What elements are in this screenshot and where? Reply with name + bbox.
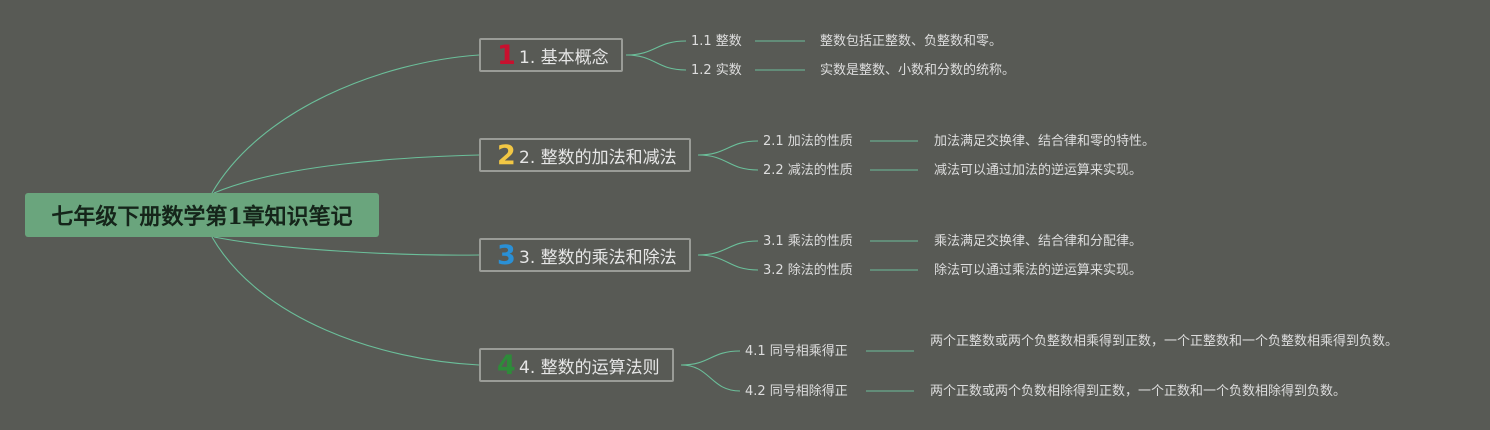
branch-label: 1. 基本概念 [519, 47, 609, 68]
subtopic-4-1[interactable]: 4.1 同号相乘得正 [745, 344, 848, 360]
desc-text: 减法可以通过加法的逆运算来实现。 [934, 163, 1143, 178]
connector-line [697, 140, 759, 156]
desc-text: 加法满足交换律、结合律和零的特性。 [934, 134, 1156, 149]
subtopic-2-1-desc: 加法满足交换律、结合律和零的特性。 [934, 132, 1155, 151]
subtopic-label: 2.1 加法的性质 [763, 134, 853, 149]
connector-line [680, 364, 741, 392]
subtopic-label: 1.2 实数 [691, 63, 742, 78]
subtopic-label: 4.1 同号相乘得正 [745, 344, 848, 359]
branch-4-operation-rules[interactable]: 4 4. 整数的运算法则 [479, 348, 674, 382]
connector-line [211, 236, 480, 366]
subtopic-3-2[interactable]: 3.2 除法的性质 [763, 263, 853, 279]
branch-label: 3. 整数的乘法和除法 [519, 247, 677, 268]
subtopic-3-2-desc: 除法可以通过乘法的逆运算来实现。 [934, 261, 1142, 280]
number-1-icon: 1 [497, 39, 516, 71]
desc-text: 乘法满足交换律、结合律和分配律。 [934, 234, 1143, 249]
subtopic-4-2-desc: 两个正数或两个负数相除得到正数，一个正数和一个负数相除得到负数。 [930, 382, 1346, 401]
root-topic[interactable]: 七年级下册数学第1章知识笔记 [25, 193, 379, 237]
subtopic-2-1[interactable]: 2.1 加法的性质 [763, 134, 853, 150]
subtopic-1-1-desc: 整数包括正整数、负整数和零。 [820, 32, 1002, 51]
branch-label: 4. 整数的运算法则 [519, 357, 660, 378]
connector-line [211, 54, 480, 194]
subtopic-2-2[interactable]: 2.2 减法的性质 [763, 163, 853, 179]
subtopic-label: 4.2 同号相除得正 [745, 384, 848, 399]
number-4-icon: 4 [497, 349, 516, 381]
branch-1-basic-concepts[interactable]: 1 1. 基本概念 [479, 38, 623, 72]
branch-label: 2. 整数的加法和减法 [519, 147, 677, 168]
desc-text: 两个正数或两个负数相除得到正数，一个正数和一个负数相除得到负数。 [930, 384, 1347, 399]
desc-text: 实数是整数、小数和分数的统称。 [820, 63, 1016, 78]
connector-line [697, 154, 759, 171]
desc-text: 两个正整数或两个负整数相乘得到正数，一个正整数和一个负整数相乘得到负数。 [930, 334, 1399, 349]
subtopic-1-2[interactable]: 1.2 实数 [691, 63, 742, 79]
connector-line [213, 236, 480, 256]
number-3-icon: 3 [497, 239, 516, 271]
connector-line [680, 350, 741, 366]
connector-line [697, 254, 759, 271]
connector-line [213, 154, 480, 194]
number-2-icon: 2 [497, 139, 516, 171]
subtopic-label: 2.2 减法的性质 [763, 163, 853, 178]
connector-line [625, 40, 687, 56]
subtopic-1-1[interactable]: 1.1 整数 [691, 34, 742, 50]
branch-3-multiply-divide[interactable]: 3 3. 整数的乘法和除法 [479, 238, 691, 272]
subtopic-4-1-desc: 两个正整数或两个负整数相乘得到正数，一个正整数和一个负整数相乘得到负数。 [930, 332, 1420, 351]
subtopic-3-1[interactable]: 3.1 乘法的性质 [763, 234, 853, 250]
subtopic-3-1-desc: 乘法满足交换律、结合律和分配律。 [934, 232, 1142, 251]
subtopic-2-2-desc: 减法可以通过加法的逆运算来实现。 [934, 161, 1142, 180]
connector-line [697, 240, 759, 256]
connector-line [625, 54, 687, 71]
branch-2-add-subtract[interactable]: 2 2. 整数的加法和减法 [479, 138, 691, 172]
subtopic-label: 3.1 乘法的性质 [763, 234, 853, 249]
subtopic-1-2-desc: 实数是整数、小数和分数的统称。 [820, 61, 1015, 80]
desc-text: 除法可以通过乘法的逆运算来实现。 [934, 263, 1143, 278]
root-title: 七年级下册数学第1章知识笔记 [51, 204, 353, 230]
subtopic-label: 3.2 除法的性质 [763, 263, 853, 278]
subtopic-label: 1.1 整数 [691, 34, 742, 49]
desc-text: 整数包括正整数、负整数和零。 [820, 34, 1003, 49]
subtopic-4-2[interactable]: 4.2 同号相除得正 [745, 384, 848, 400]
